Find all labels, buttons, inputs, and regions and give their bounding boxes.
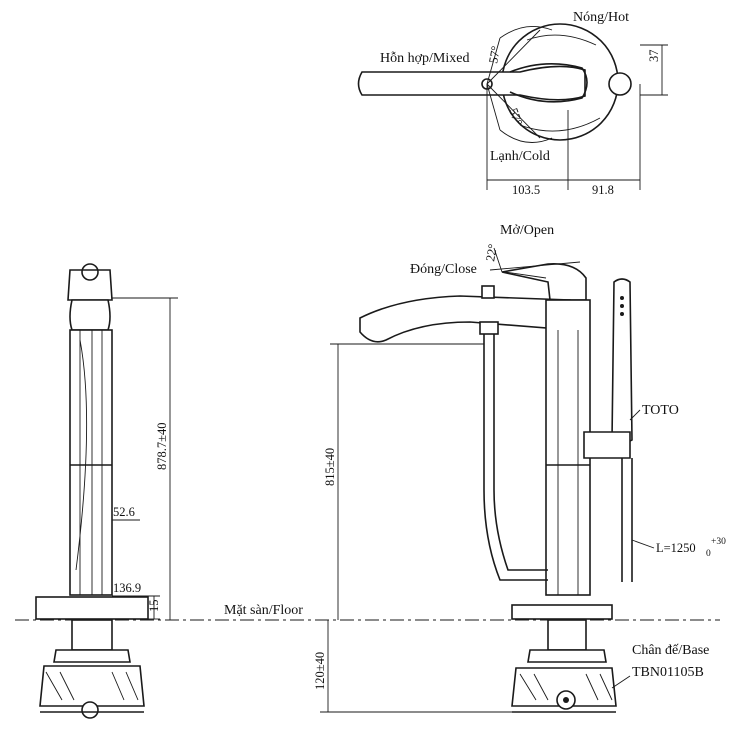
dim-pipe-diameter: 52.6 — [113, 505, 135, 519]
hand-shower — [611, 278, 633, 444]
dim-hose-tol-upper: +30 — [711, 537, 726, 547]
label-brand: TOTO — [642, 403, 679, 418]
dim-spout-height: 815±40 — [323, 448, 337, 486]
dim-right-width: 91.8 — [592, 183, 614, 197]
label-close: Đóng/Close — [410, 262, 477, 277]
label-floor: Mặt sàn/Floor — [224, 603, 303, 618]
label-hot: Nóng/Hot — [573, 10, 629, 25]
dim-plate-thickness: 15 — [147, 600, 161, 613]
label-cold: Lạnh/Cold — [490, 149, 550, 164]
front-view: Mở/Open Đóng/Close 22° TOTO L=1250 +30 — [313, 223, 726, 713]
dim-below-floor: 120±40 — [313, 652, 327, 690]
front-view-hose — [483, 330, 548, 581]
front-view-spout — [359, 295, 573, 343]
top-view: Nóng/Hot Hỗn hợp/Mixed Lạnh/Cold 57° 57°… — [357, 10, 668, 197]
spout-circle — [608, 72, 632, 96]
front-view-handle — [501, 262, 587, 301]
label-base-line2: TBN01105B — [632, 665, 704, 680]
front-view-plate — [511, 604, 613, 620]
dim-total-height: 878.7±40 — [155, 423, 169, 471]
label-mixed: Hỗn hợp/Mixed — [380, 51, 469, 66]
dim-hose-length: L=1250 — [656, 541, 696, 555]
top-view-handle — [357, 65, 586, 101]
label-open: Mở/Open — [500, 223, 554, 238]
front-view-base — [527, 649, 607, 663]
dim-angle-hot: 57° — [486, 45, 503, 65]
side-view-drain — [81, 701, 99, 719]
label-base-line1: Chân đế/Base — [632, 643, 709, 658]
dim-angle-cold: 57° — [506, 106, 525, 127]
front-view-column — [545, 299, 591, 596]
side-view-head — [67, 269, 113, 301]
side-view-base — [53, 649, 131, 663]
side-view-plate — [35, 596, 149, 620]
dim-angle-open: 22° — [483, 243, 500, 263]
side-view: 878.7±40 52.6 136.9 15 — [35, 263, 178, 719]
dim-hose-tol-lower: 0 — [706, 549, 711, 559]
side-view-column — [69, 329, 113, 596]
dim-top-height: 37 — [647, 50, 661, 63]
dim-plate-diameter: 136.9 — [113, 581, 141, 595]
dim-left-width: 103.5 — [512, 183, 540, 197]
